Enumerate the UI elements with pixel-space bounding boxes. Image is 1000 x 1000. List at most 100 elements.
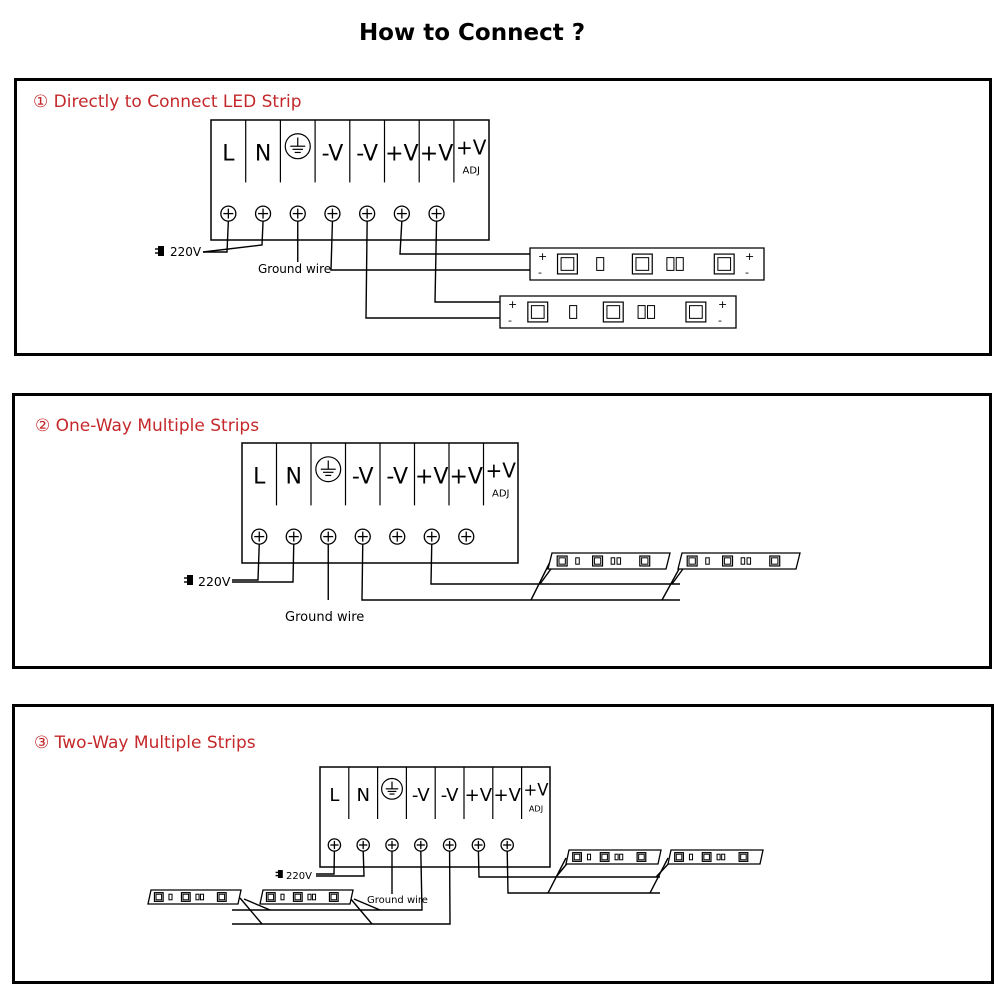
screw-terminal-icon xyxy=(220,205,237,222)
wire xyxy=(239,897,263,925)
screw-terminal-icon xyxy=(471,838,486,852)
power-label: 220V xyxy=(286,871,312,882)
strip-minus-label: - xyxy=(718,314,722,327)
screw-terminal-icon xyxy=(423,528,440,545)
resistor-icon xyxy=(610,557,616,565)
led-core xyxy=(593,557,602,565)
resistor-icon xyxy=(280,893,285,901)
panel3-wiring xyxy=(232,851,673,925)
section-title-text: Two-Way Multiple Strips xyxy=(54,733,256,753)
led-chip-icon xyxy=(685,301,707,323)
led-core xyxy=(689,305,703,319)
led-core xyxy=(771,557,779,565)
wire xyxy=(530,559,552,601)
screw-terminal-icon xyxy=(358,205,376,222)
terminal-label: -V xyxy=(386,465,408,490)
terminal-label: -V xyxy=(412,785,430,806)
earth-ground-icon xyxy=(284,133,311,160)
wire xyxy=(430,544,680,585)
wire xyxy=(203,221,230,253)
resistor-icon xyxy=(740,557,746,565)
led-chip-icon xyxy=(292,892,303,902)
led-core xyxy=(218,893,226,901)
strip-plus-label: + xyxy=(538,250,547,263)
led-chip-icon xyxy=(556,555,568,567)
led-core xyxy=(717,257,732,271)
wire xyxy=(434,221,500,303)
led-strip xyxy=(147,889,242,905)
led-chip-icon xyxy=(265,892,276,902)
earth-ground-icon xyxy=(315,456,342,483)
led-core xyxy=(330,893,338,901)
page-title: How to Connect ? xyxy=(358,20,586,46)
screw-terminal-icon xyxy=(389,528,406,545)
screw-terminal-icon xyxy=(393,205,411,222)
resistor-icon xyxy=(637,305,646,319)
terminal-label: +V xyxy=(385,142,418,167)
strip-plus-label: + xyxy=(745,250,754,263)
wire xyxy=(477,851,660,878)
led-chip-icon xyxy=(602,301,624,323)
led-core xyxy=(601,853,608,861)
led-strip: +-+- xyxy=(499,295,737,329)
resistor-icon xyxy=(746,557,752,565)
led-core xyxy=(294,893,302,901)
led-chip-icon xyxy=(636,852,647,862)
terminal-label: +V xyxy=(450,465,483,490)
led-chip-icon xyxy=(527,301,549,323)
wire xyxy=(232,851,423,911)
led-core xyxy=(606,305,621,319)
screw-terminal-icon xyxy=(356,838,371,852)
led-chip-icon xyxy=(686,555,698,567)
wire xyxy=(353,898,381,911)
power-label: 220V xyxy=(170,245,202,259)
ground-circle xyxy=(381,777,403,800)
ground-circle xyxy=(284,133,311,160)
resistor-icon xyxy=(575,557,580,565)
led-chip-icon xyxy=(738,852,749,862)
led-core xyxy=(688,557,696,565)
resistor-icon xyxy=(569,305,578,319)
terminal-label: +V xyxy=(465,785,493,806)
led-core xyxy=(675,853,683,861)
wire xyxy=(361,544,680,601)
led-strip xyxy=(565,849,662,865)
wire xyxy=(365,221,500,319)
led-chip-icon xyxy=(769,555,781,567)
wire xyxy=(316,851,365,877)
terminal-label: +V xyxy=(486,458,517,482)
led-chip-icon xyxy=(572,852,582,862)
wire xyxy=(649,857,669,894)
wire xyxy=(316,851,336,875)
resistor-icon xyxy=(688,853,694,861)
wire xyxy=(330,221,530,271)
led-core xyxy=(703,853,710,861)
screw-terminal-icon xyxy=(442,838,457,852)
resistor-icon xyxy=(619,853,624,861)
led-chip-icon xyxy=(713,253,735,275)
led-chip-icon xyxy=(639,555,651,567)
terminal-label: -V xyxy=(352,465,374,490)
screw-terminal-icon xyxy=(251,528,268,545)
terminal-label: L xyxy=(253,465,266,490)
wire xyxy=(349,897,373,925)
section-number: ② xyxy=(35,416,51,436)
led-strip: +-+- xyxy=(529,247,765,281)
led-core xyxy=(558,557,566,565)
resistor-icon xyxy=(596,257,605,271)
section-number: ③ xyxy=(34,733,50,753)
screw-terminal-icon xyxy=(320,528,337,545)
wire xyxy=(232,851,451,925)
resistor-icon xyxy=(705,557,710,565)
power-plug-icon xyxy=(155,246,164,256)
resistor-icon xyxy=(721,853,726,861)
adj-label: ADJ xyxy=(463,166,481,177)
resistor-icon xyxy=(199,893,205,901)
plug-body xyxy=(158,246,164,256)
power-plug-icon xyxy=(275,870,283,878)
resistor-icon xyxy=(307,893,312,901)
